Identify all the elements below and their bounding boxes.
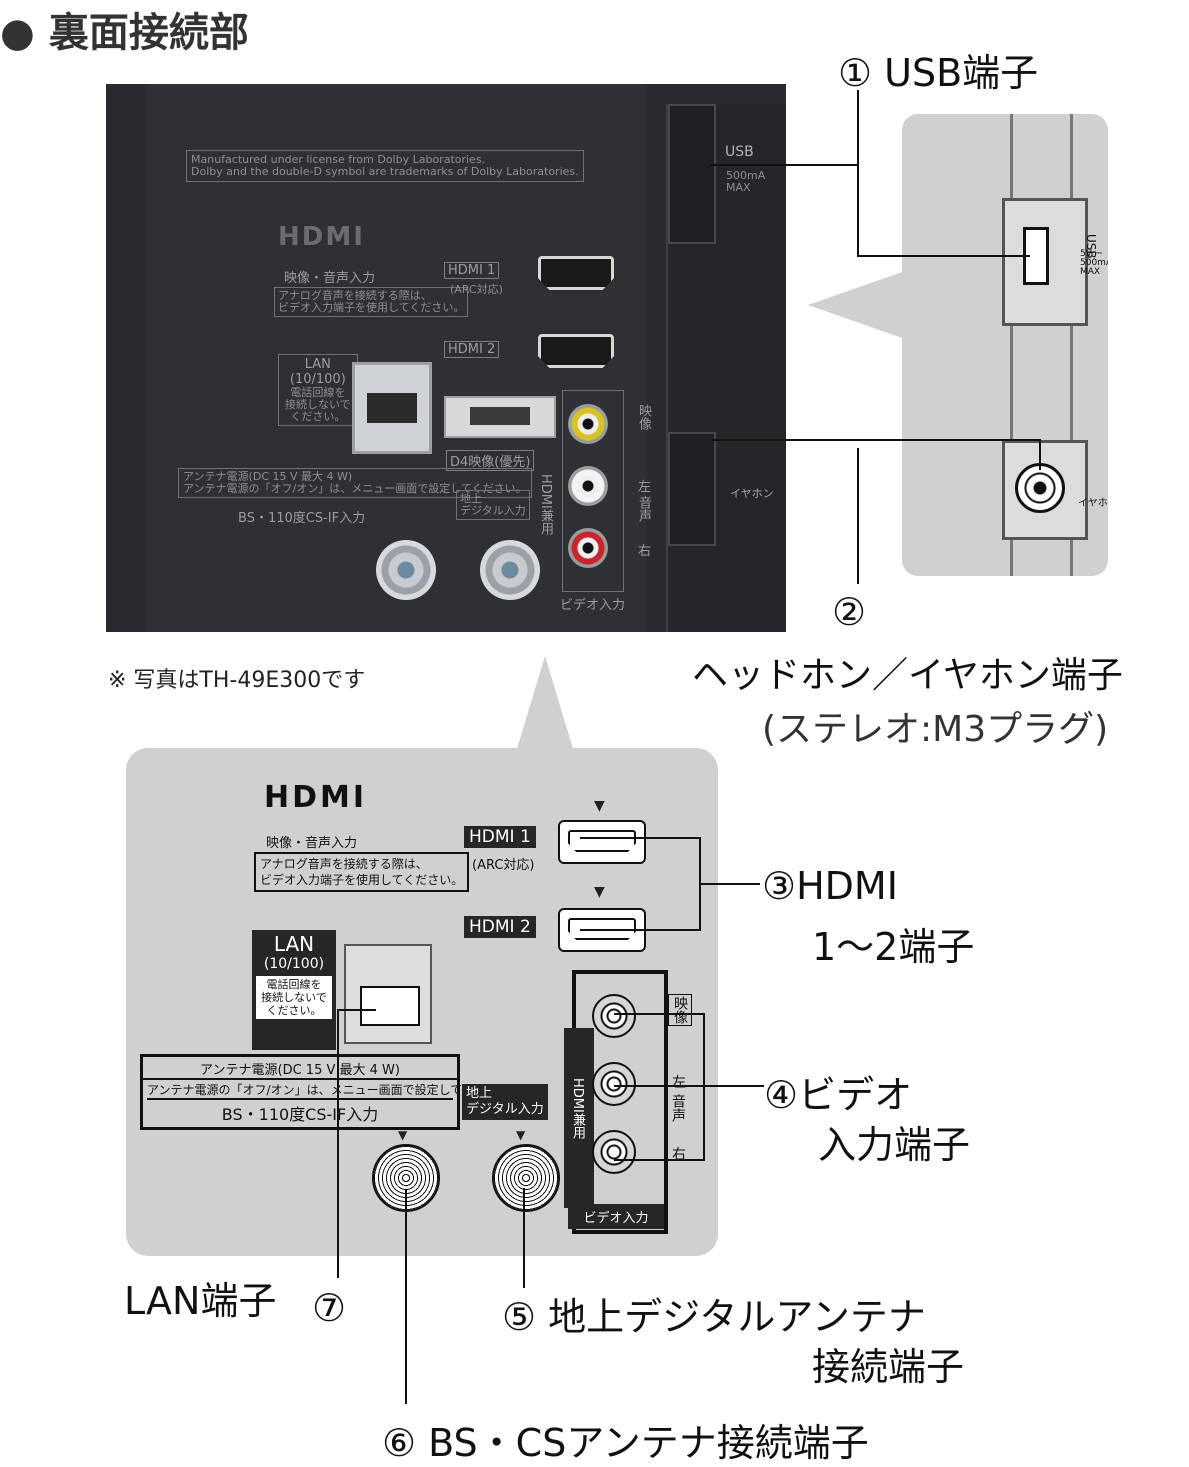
panel-hdmi-shared: HDMI兼用 <box>570 1078 585 1139</box>
panel-hdmi2-label: HDMI 2 <box>464 916 536 938</box>
photo-hdmi2-port <box>538 334 614 368</box>
panel-av-note: アナログ音声を接続する際は、 ビデオ入力端子を使用してください。 <box>254 852 470 892</box>
panel-hdmi1-arrow: ▼ <box>594 798 605 814</box>
photo-video-in-label: ビデオ入力 <box>560 598 626 613</box>
panel-terrestrial-arrow: ▼ <box>516 1128 526 1142</box>
photo-audio-l-port <box>568 466 608 506</box>
side-zoom-panel: USB 5V ⎓ 500mA MAX イヤホ <box>902 114 1108 576</box>
photo-usb-cover <box>668 104 716 244</box>
photo-hdmi1-sub: (ARC対応) <box>450 283 503 296</box>
side-usb-frame <box>1002 198 1088 326</box>
callout-earphone-sub: (ステレオ:M3プラグ) <box>762 709 1109 750</box>
callout-hdmi-line1: ③HDMI <box>762 864 898 908</box>
photo-audio-l-label: 左 <box>638 480 652 495</box>
panel-hdmi1-port <box>558 820 646 864</box>
callout-usb: ① USB端子 <box>838 51 1039 95</box>
panel-hdmi-shared-box <box>564 1028 594 1208</box>
leader-usb-photo <box>710 90 859 166</box>
photo-terrestrial-port <box>480 540 540 600</box>
photo-video-v-label: 映像 <box>636 404 651 430</box>
callout-video-line1: ④ビデオ <box>764 1073 913 1117</box>
photo-audio-r-port <box>568 528 608 568</box>
photo-earphone-cover <box>668 432 716 546</box>
panel-video-in-label: ビデオ入力 <box>568 1204 664 1229</box>
photo-audio-r-label: 右 <box>638 544 652 559</box>
panel-hdmi2-arrow: ▼ <box>594 884 605 900</box>
photo-video-port <box>568 404 608 444</box>
photo-earphone-label: イヤホン <box>730 487 774 500</box>
photo-video-group <box>562 390 624 592</box>
callout-earphone-title: ヘッドホン／イヤホン端子 <box>692 655 1123 696</box>
rear-panel-photo: Manufactured under license from Dolby La… <box>106 84 786 632</box>
panel-hdmi-logo: HDMI <box>264 780 368 815</box>
callout-terrestrial-line1: ⑤ 地上デジタルアンテナ <box>502 1295 926 1339</box>
photo-usb-label: USB <box>725 144 754 160</box>
panel-hdmi1-label: HDMI 1 <box>464 826 536 848</box>
photo-bs-input: BS・110度CS-IF入力 <box>238 511 366 526</box>
photo-usb-spec: 500mA MAX <box>726 169 766 194</box>
panel-video-port <box>592 994 636 1038</box>
photo-av-note: アナログ音声を接続する際は、 ビデオ入力端子を使用してください。 <box>274 287 469 317</box>
panel-audio-l-port <box>592 1062 636 1106</box>
photo-bs-port <box>376 540 436 600</box>
side-usb-spec: 5V ⎓ 500mA MAX <box>1080 249 1108 277</box>
photo-audio-label: 音声 <box>636 496 651 522</box>
panel-terrestrial-label: 地上 デジタル入力 <box>462 1084 548 1120</box>
panel-lan-port <box>344 944 432 1044</box>
photo-antenna-power: アンテナ電源(DC 15 V 最大 4 W) アンテナ電源の「オフ/オン」は、メ… <box>178 468 532 498</box>
side-earphone-label: イヤホ <box>1078 498 1108 509</box>
side-earphone-frame <box>1002 440 1088 540</box>
panel-bs-arrow: ▼ <box>398 1128 408 1142</box>
panel-audio-label: 音声 <box>670 1094 686 1122</box>
callout-lan-label: LAN端子 <box>124 1279 277 1323</box>
callout-terrestrial-line2: 接続端子 <box>812 1345 965 1389</box>
photo-hdmi1-label: HDMI 1 <box>444 262 500 279</box>
photo-lan-port <box>352 362 432 454</box>
photo-note: ※ 写真はTH-49E300です <box>108 668 366 693</box>
panel-av-title: 映像・音声入力 <box>266 836 358 851</box>
photo-d4-label: D4映像(優先) <box>446 450 535 471</box>
panel-hdmi1-sub: (ARC対応) <box>472 858 535 873</box>
panel-video-v-label: 映像 <box>668 994 692 1026</box>
leader-hdmi-bracket <box>580 837 701 931</box>
callout-video-line2: 入力端子 <box>818 1123 971 1167</box>
panel-lan-label: LAN (10/100) 電話回線を 接続しないで ください。 <box>252 930 336 1050</box>
callout-lan-number: ⑦ <box>312 1286 347 1330</box>
callout-hdmi-line2: 1～2端子 <box>812 925 975 969</box>
photo-lan-label: LAN (10/100) 電話回線を 接続しないで ください。 <box>278 354 358 426</box>
photo-hdmi1-port <box>538 256 614 290</box>
panel-terrestrial-port <box>492 1144 560 1212</box>
leader-lan <box>337 1009 376 1278</box>
photo-hdmi-shared: HDMI兼用 <box>538 474 553 535</box>
photo-terrestrial-label: 地上 デジタル入力 <box>456 490 530 520</box>
photo-d4-port <box>444 396 556 438</box>
panel-audio-r-port <box>592 1130 636 1174</box>
callout-earphone-number: ② <box>832 590 867 634</box>
photo-hdmi-logo: HDMI <box>278 222 365 252</box>
page-heading: ● 裏面接続部 <box>0 10 249 56</box>
photo-av-title: 映像・音声入力 <box>284 271 376 286</box>
photo-hdmi2-label: HDMI 2 <box>444 341 500 358</box>
callout-bs: ⑥ BS・CSアンテナ接続端子 <box>382 1421 869 1465</box>
leader-usb-side <box>857 165 1030 257</box>
leader-earphone-side <box>712 439 1041 470</box>
dolby-notice: Manufactured under license from Dolby La… <box>186 150 584 182</box>
panel-antenna-box: アンテナ電源(DC 15 V 最大 4 W) アンテナ電源の「オフ/オン」は、メ… <box>140 1054 522 1130</box>
